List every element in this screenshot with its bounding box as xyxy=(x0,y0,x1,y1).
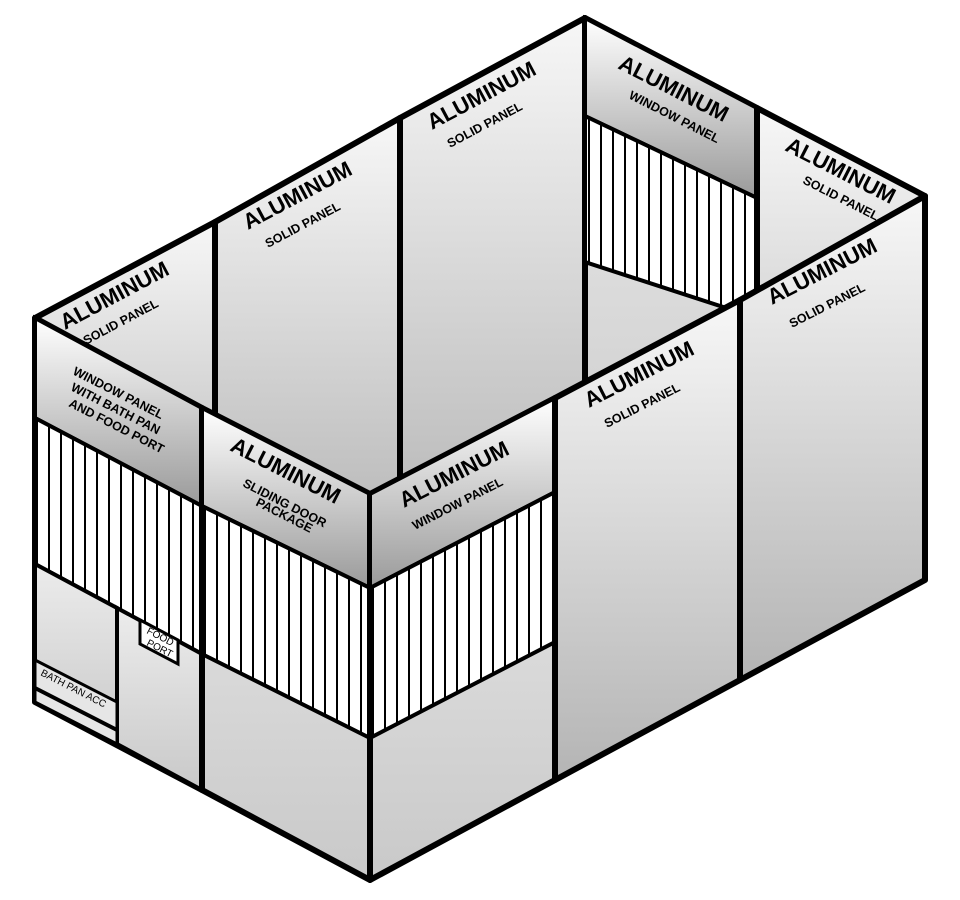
front-solid-panel-2 xyxy=(737,193,928,683)
front-right-wall xyxy=(367,193,928,883)
food-port-box xyxy=(138,617,180,667)
bath-pan-stripe xyxy=(34,686,118,732)
